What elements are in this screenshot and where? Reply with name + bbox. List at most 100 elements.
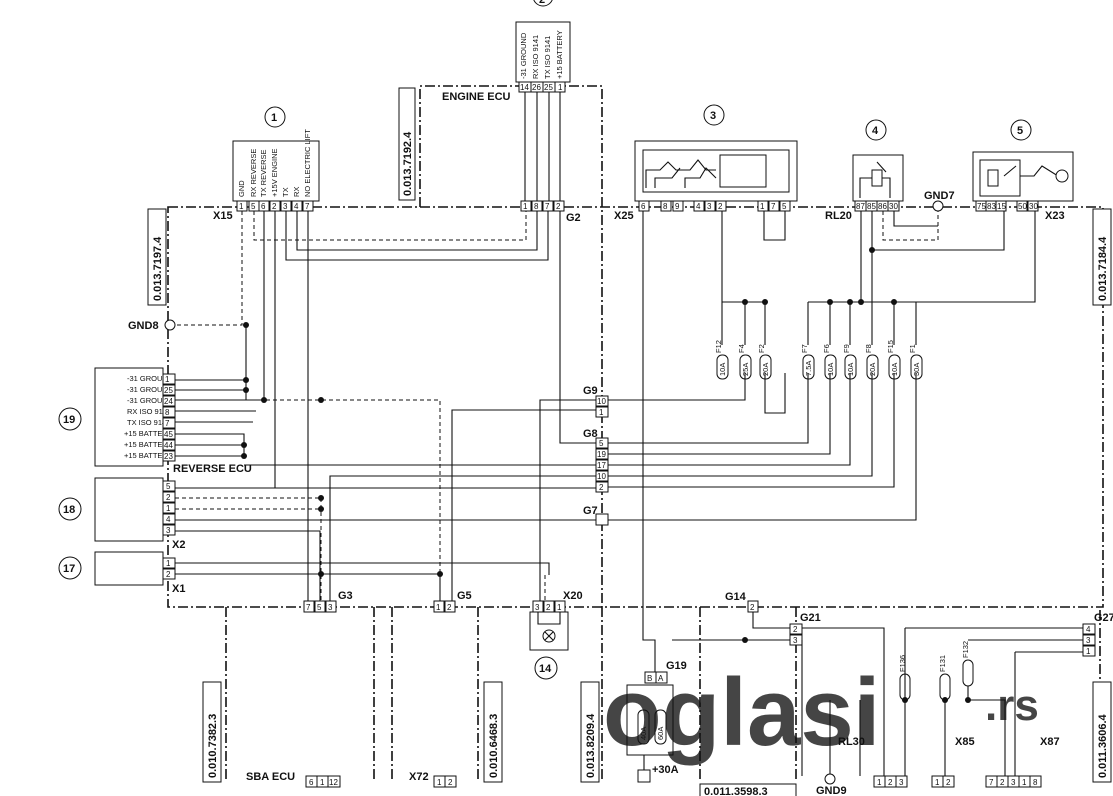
svg-text:7: 7 — [545, 202, 550, 211]
fuse-rating: 7.5A — [804, 361, 813, 376]
fuse-name: F7 — [800, 344, 809, 353]
svg-text:10: 10 — [597, 397, 606, 406]
svg-text:6: 6 — [309, 778, 314, 787]
svg-text:2: 2 — [448, 778, 453, 787]
callout-4: 4 — [872, 125, 879, 137]
svg-text:1: 1 — [239, 202, 244, 211]
x1-label: X1 — [172, 583, 185, 595]
part-number: 0.013.7197.4 — [152, 236, 164, 301]
reverse-ecu-label: REVERSE ECU — [173, 463, 252, 475]
svg-text:2: 2 — [166, 493, 171, 502]
svg-text:X85: X85 — [955, 736, 975, 748]
x20-connector: 3 2 1 X20 — [529, 590, 583, 651]
svg-text:-31 GROUND: -31 GROUND — [519, 32, 528, 79]
svg-text:45: 45 — [164, 430, 173, 439]
svg-text:7: 7 — [771, 202, 776, 211]
fuse-name: F8 — [864, 344, 873, 353]
svg-text:10: 10 — [597, 472, 606, 481]
svg-text:17: 17 — [597, 461, 606, 470]
svg-text:60A: 60A — [656, 727, 665, 740]
rl30-relay: RL30 1 2 3 — [838, 736, 908, 788]
svg-text:6: 6 — [261, 202, 266, 211]
x23-label: X23 — [1045, 210, 1065, 222]
svg-text:+30A: +30A — [652, 764, 679, 776]
svg-text:RL30: RL30 — [838, 736, 865, 748]
g7-connector: G7 — [583, 505, 609, 526]
svg-text:30: 30 — [889, 202, 898, 211]
x2-label: X2 — [172, 539, 185, 551]
svg-text:1: 1 — [320, 778, 325, 787]
svg-text:-31 GROUND: -31 GROUND — [127, 385, 174, 394]
module-2: -31 GROUND RX ISO 9141 TX ISO 9141 +15 B… — [442, 21, 571, 103]
part-number: 0.010.6468.3 — [488, 714, 500, 778]
svg-text:8: 8 — [534, 202, 539, 211]
fuse-body — [716, 354, 729, 380]
g3-connector: 7 5 3 G3 — [303, 590, 353, 613]
svg-text:24: 24 — [164, 397, 173, 406]
svg-text:5: 5 — [782, 202, 787, 211]
callout-14: 14 — [539, 663, 552, 675]
g27-connector: G27 4 3 1 — [1082, 612, 1113, 657]
svg-text:2: 2 — [718, 202, 723, 211]
svg-text:4: 4 — [166, 515, 171, 524]
svg-text:7: 7 — [305, 202, 310, 211]
svg-text:G27: G27 — [1094, 612, 1113, 624]
svg-text:3: 3 — [1011, 778, 1016, 787]
svg-text:1: 1 — [1022, 778, 1027, 787]
g2-connector: 1 8 7 2 G2 — [520, 200, 581, 224]
svg-text:G14: G14 — [725, 591, 747, 603]
svg-text:RX ISO 9141: RX ISO 9141 — [531, 35, 540, 79]
svg-text:2: 2 — [793, 625, 798, 634]
g2-label: G2 — [566, 212, 581, 224]
svg-text:-31 GROUND: -31 GROUND — [127, 374, 174, 383]
svg-text:5: 5 — [317, 603, 322, 612]
fuse-name: F12 — [714, 340, 723, 353]
svg-text:+15 BATTERY: +15 BATTERY — [555, 30, 564, 79]
module-5: 75 83 15 50 30 X23 — [972, 151, 1074, 222]
svg-text:G5: G5 — [457, 590, 472, 602]
watermark-text: oglasi — [603, 659, 880, 766]
svg-text:+15 BATTERY: +15 BATTERY — [124, 440, 173, 449]
svg-text:G9: G9 — [583, 385, 598, 397]
svg-text:5: 5 — [251, 202, 256, 211]
callout-18: 18 — [63, 504, 75, 516]
svg-text:SBA ECU: SBA ECU — [246, 771, 295, 783]
svg-text:+15 BATTERY: +15 BATTERY — [124, 429, 173, 438]
module-1-pin-labels: GND RX REVERSE TX REVERSE +15V ENGINE TX… — [237, 129, 312, 197]
svg-text:1: 1 — [599, 408, 604, 417]
svg-text:83: 83 — [987, 202, 996, 211]
x25-label: X25 — [614, 210, 634, 222]
engine-ecu-label: ENGINE ECU — [442, 91, 511, 103]
svg-text:3: 3 — [283, 202, 288, 211]
svg-text:1: 1 — [165, 375, 170, 384]
svg-text:F131: F131 — [938, 655, 947, 672]
svg-text:1: 1 — [166, 504, 171, 513]
svg-text:2: 2 — [447, 603, 452, 612]
svg-text:TX ISO 9141: TX ISO 9141 — [543, 36, 552, 79]
svg-text:RX REVERSE: RX REVERSE — [249, 149, 258, 197]
watermark-suffix: .rs — [985, 681, 1039, 730]
svg-text:25: 25 — [164, 386, 173, 395]
part-number: 0.013.7184.4 — [1097, 236, 1109, 301]
svg-text:1: 1 — [558, 83, 563, 92]
g19-fuse-holder: G19 B A 40A 60A — [626, 660, 687, 756]
sba-ecu: SBA ECU 6 1 12 — [246, 771, 341, 788]
svg-text:GND8: GND8 — [128, 320, 159, 332]
svg-text:75: 75 — [977, 202, 986, 211]
wires — [175, 92, 1083, 776]
watermark: oglasi .rs — [603, 659, 1039, 766]
lower-fuses: F136 F131 F132 — [898, 641, 974, 701]
fuse-rating: 25A — [741, 363, 750, 376]
svg-text:8: 8 — [165, 408, 170, 417]
svg-text:8: 8 — [663, 202, 668, 211]
fuse-rating: 20A — [761, 363, 770, 376]
svg-text:1: 1 — [437, 778, 442, 787]
fuse-name: F6 — [822, 344, 831, 353]
svg-text:7: 7 — [306, 603, 311, 612]
junctions — [241, 247, 971, 703]
svg-text:3: 3 — [328, 603, 333, 612]
svg-text:RX: RX — [292, 187, 301, 197]
rl20-label: RL20 — [825, 210, 852, 222]
svg-text:3: 3 — [1086, 636, 1091, 645]
